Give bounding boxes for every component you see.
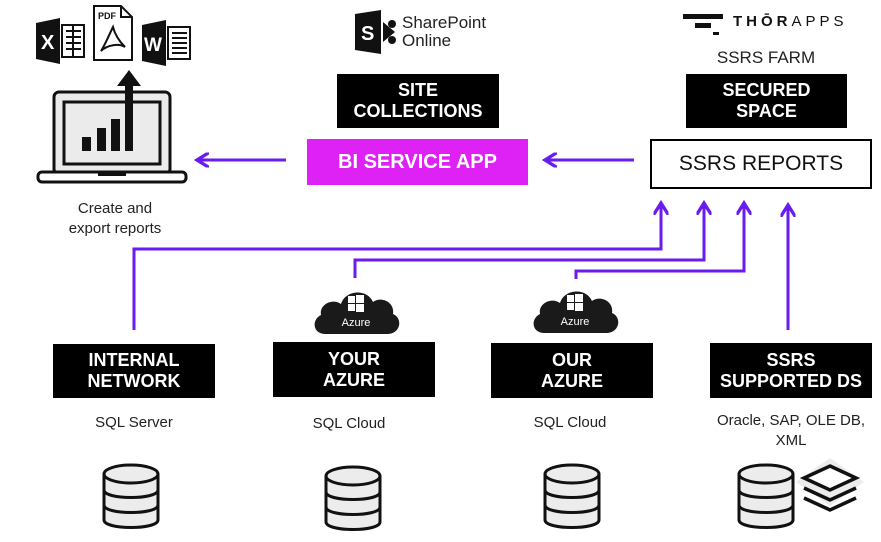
laptop-chart-icon [36, 70, 188, 190]
azure-cloud-icon: Azure [311, 284, 401, 341]
thorapps-logo: THŌRAPPS [683, 12, 848, 38]
sharepoint-icon: S [355, 10, 396, 54]
layers-icon [796, 458, 864, 512]
ssrs-reports-block: SSRS REPORTS [650, 139, 872, 189]
svg-text:PDF: PDF [98, 11, 117, 21]
database-icon [102, 463, 160, 529]
bi-service-app-block: BI SERVICE APP [307, 139, 528, 185]
wire-your-azure [353, 206, 704, 278]
thorapps-logo-mark [683, 14, 723, 35]
word-icon: W [142, 20, 192, 71]
excel-icon: X [36, 18, 86, 69]
svg-text:X: X [41, 32, 55, 54]
export-caption-line2: export reports [68, 219, 162, 237]
svg-text:S: S [361, 23, 374, 45]
database-icon [543, 463, 601, 529]
sharepoint-logo: S SharePoint Online [355, 10, 486, 54]
ssrs-supported-ds-subtitle: Oracle, SAP, OLE DB, XML [716, 412, 866, 449]
svg-text:Azure: Azure [561, 316, 590, 328]
svg-text:Azure: Azure [342, 317, 371, 329]
svg-text:W: W [144, 35, 162, 56]
our-azure-subtitle: SQL Cloud [533, 414, 607, 431]
wire-our-azure [574, 206, 744, 279]
pdf-icon: PDF [93, 5, 133, 66]
database-icon [324, 465, 382, 531]
wire-internal-network [132, 206, 661, 330]
azure-cloud-icon: Azure [530, 283, 620, 340]
export-caption: Create and export reports [40, 199, 190, 238]
internal-network-subtitle: SQL Server [95, 414, 173, 431]
your-azure-subtitle: SQL Cloud [312, 415, 386, 432]
sharepoint-name-line2: Online [402, 31, 452, 50]
sharepoint-name-line1: SharePoint [402, 13, 487, 33]
database-icon [737, 463, 795, 529]
ssrs-farm-label: SSRS FARM [716, 48, 816, 67]
export-caption-line1: Create and [77, 200, 153, 217]
